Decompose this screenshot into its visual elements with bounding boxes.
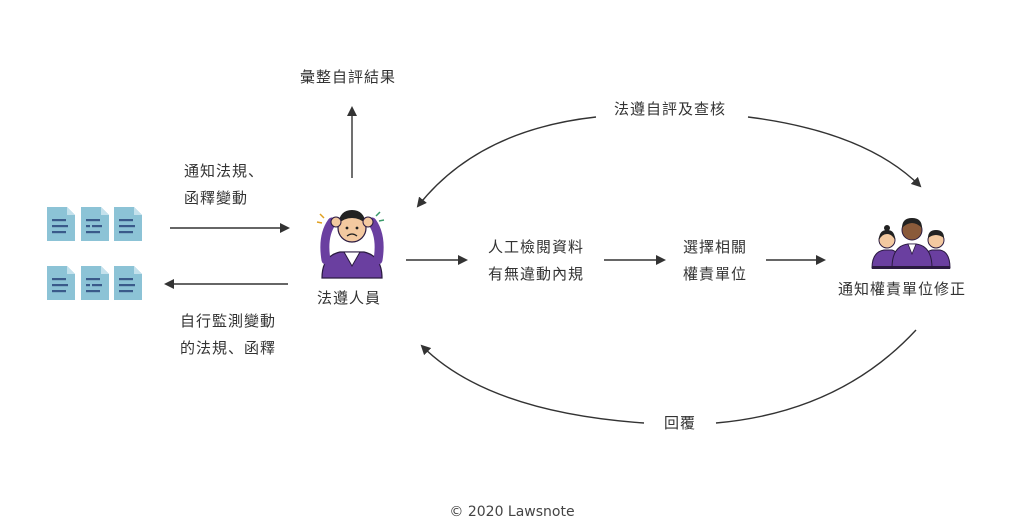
consolidate-results-label: 彙整自評結果	[300, 68, 397, 86]
self-assessment-label: 法遵自評及查核	[614, 100, 727, 118]
self-monitor-line2: 的法規、函釋	[180, 339, 277, 357]
manual-review-line2: 有無違動內規	[487, 265, 584, 283]
self-monitor-label: 自行監測變動 的法規、函釋	[180, 308, 276, 362]
select-units-line2: 權責單位	[682, 265, 747, 283]
copyright-text: 2020 Lawsnote	[467, 504, 575, 520]
notify-regulations-label: 通知法規、 函釋變動	[184, 158, 264, 212]
manual-review-line1: 人工檢閱資料	[487, 238, 584, 256]
select-units-line1: 選擇相關	[682, 238, 747, 256]
document-icon	[47, 266, 75, 300]
compliance-staff-label: 法遵人員	[317, 289, 382, 307]
document-icon	[114, 266, 142, 300]
arrow-self-assess-left	[416, 116, 597, 208]
document-icon	[81, 207, 109, 241]
document-icon	[47, 207, 75, 241]
manual-review-label: 人工檢閱資料 有無違動內規	[478, 234, 594, 288]
notify-units-label: 通知權責單位修正	[838, 280, 967, 298]
self-monitor-line1: 自行監測變動	[180, 312, 277, 330]
arrow-self-assess-right	[747, 116, 922, 188]
reply-label: 回覆	[664, 414, 697, 432]
copyright-icon: ©	[449, 504, 464, 520]
group-of-people-icon	[871, 218, 951, 269]
document-icons-top	[47, 207, 142, 241]
arrow-reply-right	[715, 329, 917, 424]
stressed-person-icon	[316, 210, 385, 279]
document-icon	[81, 266, 109, 300]
select-units-label: 選擇相關 權責單位	[672, 234, 758, 288]
document-icons-bottom	[47, 266, 142, 300]
notify-regulations-line2: 函釋變動	[184, 189, 249, 207]
copyright-footer: © 2020 Lawsnote	[0, 504, 1024, 520]
notify-regulations-line1: 通知法規、	[184, 162, 265, 180]
arrow-reply-left	[420, 344, 645, 424]
document-icon	[114, 207, 142, 241]
